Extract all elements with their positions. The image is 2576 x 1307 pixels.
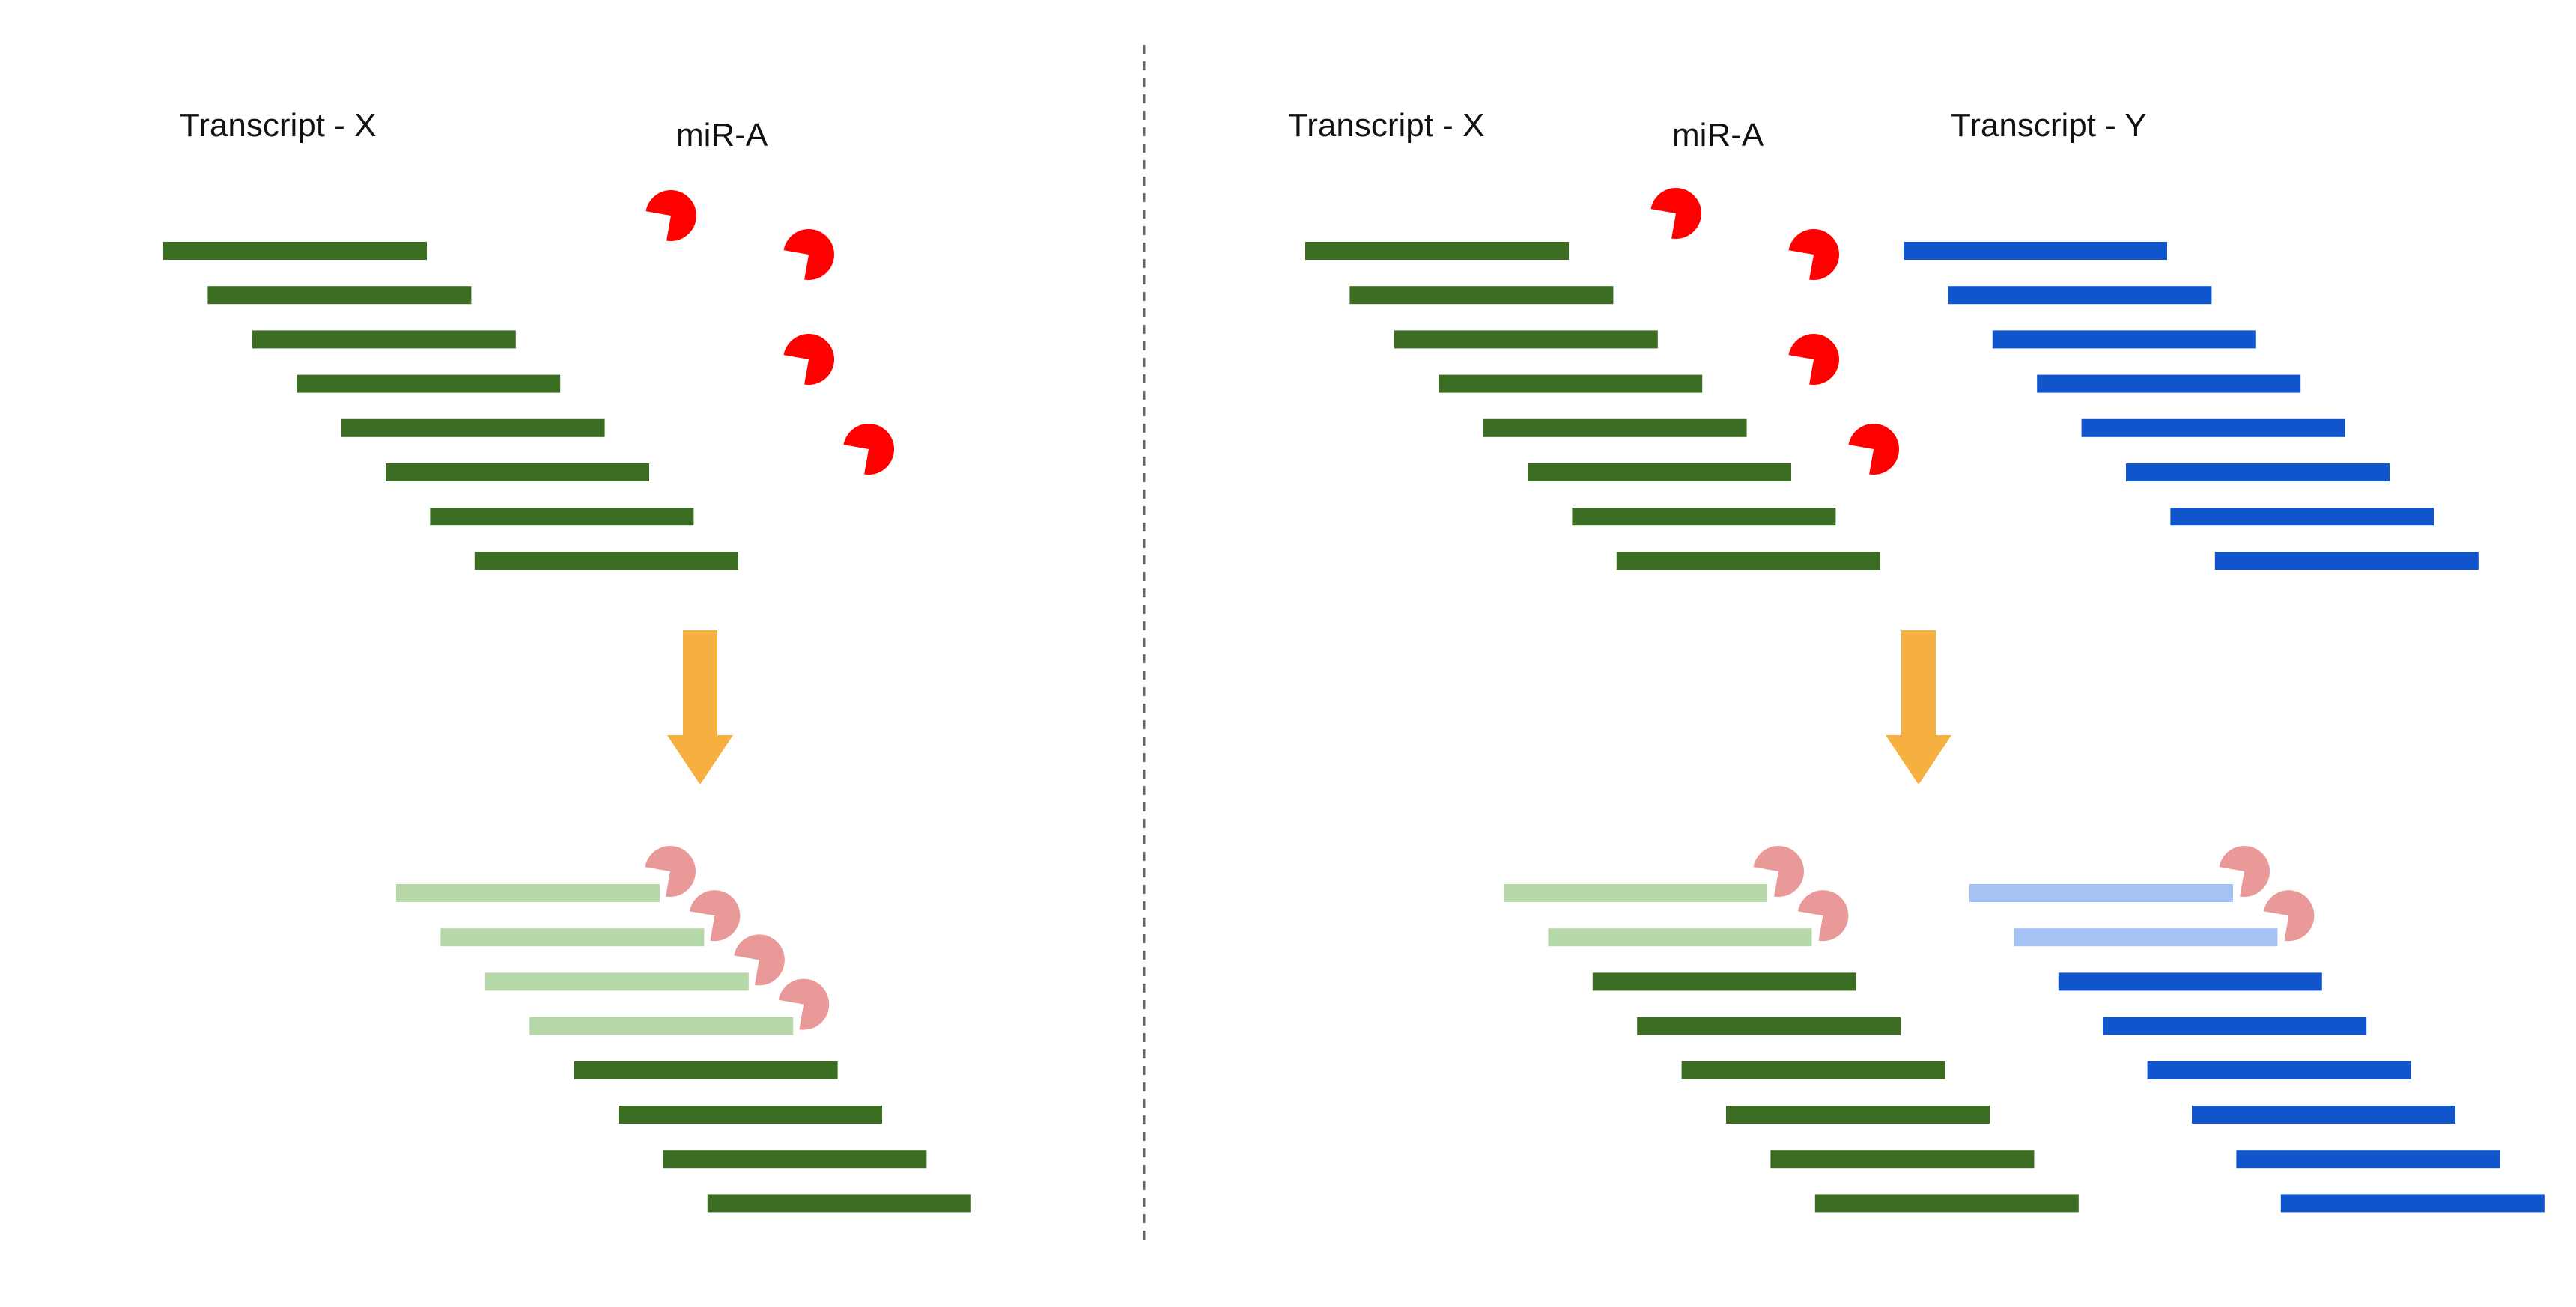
left-transcript-x-after-bar <box>663 1150 927 1169</box>
left-transcript-x-after-bar <box>440 928 705 947</box>
right-transcript-x-label: Transcript - X <box>1288 107 1484 144</box>
left-mir-a-bound-icon <box>734 934 785 986</box>
left-mir-a-free-icon <box>783 334 834 385</box>
right-transcript-y-before-bar <box>1948 286 2212 305</box>
right-process-arrow <box>1886 630 1951 784</box>
right-transcript-y-before-bar <box>2037 374 2301 393</box>
right-transcript-y-before-bar <box>2081 418 2345 437</box>
left-transcript-x-after-bar <box>619 1106 882 1124</box>
left-transcript-x-after-bar <box>529 1017 794 1035</box>
right-transcript-y-after-bar <box>2103 1017 2367 1035</box>
left-transcript-x-after-bar <box>707 1194 971 1213</box>
right-mir-a-bound-on-x-icon <box>1797 890 1849 942</box>
right-transcript-x-after-bar <box>1504 884 1767 902</box>
left-process-arrow <box>667 630 733 784</box>
left-transcript-x-after-bar <box>396 884 660 902</box>
diagram-shapes <box>163 188 2545 1213</box>
right-transcript-x-before-bar <box>1616 552 1880 570</box>
left-transcript-x-before-bar <box>386 463 649 481</box>
right-mir-a-free-icon <box>1650 188 1701 239</box>
right-mir-a-bound-on-y-icon <box>2263 890 2315 942</box>
right-transcript-y-label: Transcript - Y <box>1951 107 2147 144</box>
right-transcript-y-before-bar <box>1992 330 2256 349</box>
right-mir-a-free-icon <box>1788 229 1839 280</box>
right-mir-a-bound-on-x-icon <box>1753 846 1804 897</box>
right-transcript-x-before-bar <box>1572 508 1836 526</box>
right-transcript-y-after-bar <box>2280 1194 2545 1213</box>
right-transcript-y-before-bar <box>2214 552 2479 570</box>
right-transcript-x-after-bar <box>1814 1194 2079 1213</box>
right-transcript-x-after-bar <box>1681 1061 1945 1079</box>
right-transcript-x-before-bar <box>1305 242 1569 260</box>
right-transcript-y-before-bar <box>1904 242 2167 260</box>
left-mir-a-bound-icon <box>778 978 830 1030</box>
left-mir-a-free-icon <box>645 190 696 241</box>
left-transcript-x-before-bar <box>252 330 516 349</box>
right-transcript-x-before-bar <box>1394 330 1658 349</box>
right-transcript-x-after-bar <box>1770 1150 2035 1169</box>
right-transcript-x-before-bar <box>1528 463 1791 481</box>
left-mir-a-free-icon <box>843 424 894 475</box>
left-transcript-x-before-bar <box>474 552 738 570</box>
left-transcript-x-before-bar <box>163 242 427 260</box>
right-mir-a-free-icon <box>1788 334 1839 385</box>
right-transcript-y-after-bar <box>2058 972 2322 991</box>
left-transcript-x-before-bar <box>430 508 694 526</box>
right-transcript-y-after-bar <box>2192 1106 2455 1124</box>
right-transcript-x-before-bar <box>1439 374 1703 393</box>
right-transcript-x-before-bar <box>1483 418 1747 437</box>
right-transcript-x-after-bar <box>1726 1106 1990 1124</box>
left-transcript-x-before-bar <box>207 286 472 305</box>
right-transcript-x-before-bar <box>1349 286 1614 305</box>
right-transcript-x-after-bar <box>1592 972 1856 991</box>
right-transcript-x-after-bar <box>1637 1017 1901 1035</box>
right-transcript-y-after-bar <box>2014 928 2278 947</box>
right-transcript-y-after-bar <box>1969 884 2233 902</box>
right-transcript-y-before-bar <box>2170 508 2434 526</box>
left-transcript-x-before-bar <box>341 418 605 437</box>
right-transcript-y-after-bar <box>2236 1150 2500 1169</box>
left-transcript-x-after-bar <box>574 1061 838 1079</box>
left-mir-a-free-icon <box>783 229 834 280</box>
right-transcript-x-after-bar <box>1548 928 1812 947</box>
left-mir-a-label: miR-A <box>676 117 768 153</box>
right-mir-a-label: miR-A <box>1672 117 1764 153</box>
right-mir-a-bound-on-y-icon <box>2219 846 2270 897</box>
left-transcript-x-label: Transcript - X <box>180 107 376 144</box>
left-transcript-x-before-bar <box>297 374 561 393</box>
right-mir-a-free-icon <box>1848 424 1899 475</box>
right-transcript-y-after-bar <box>2147 1061 2411 1079</box>
right-transcript-y-before-bar <box>2126 463 2390 481</box>
left-mir-a-bound-icon <box>645 846 696 897</box>
left-transcript-x-after-bar <box>484 972 749 991</box>
left-mir-a-bound-icon <box>689 890 741 942</box>
